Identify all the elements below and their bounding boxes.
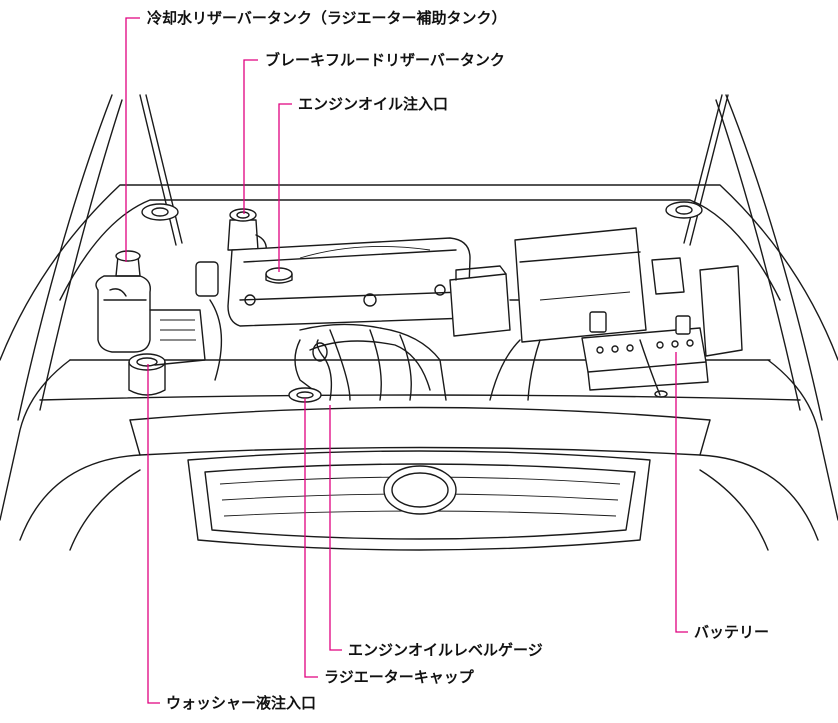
coolant-reservoir — [95, 250, 151, 353]
washer-tank — [128, 353, 166, 396]
leader-dipstick — [329, 405, 342, 651]
label-coolant-reservoir: 冷却水リザーバータンク（ラジエーター補助タンク） — [147, 9, 507, 27]
fuse-box — [449, 265, 521, 337]
label-battery: バッテリー — [694, 623, 770, 641]
brake-fluid-reservoir — [227, 208, 267, 253]
front-bumper — [19, 406, 819, 551]
left-components — [149, 261, 223, 381]
strut-mounts — [141, 201, 703, 221]
label-engine-oil-filler: エンジンオイル注入口 — [298, 95, 449, 113]
leader-coolant-reservoir — [125, 17, 140, 262]
leader-radiator-cap — [304, 398, 318, 678]
leader-washer — [147, 364, 160, 704]
leader-brake-fluid — [243, 59, 258, 214]
dipstick-part — [312, 339, 333, 401]
label-washer-fluid-filler: ウォッシャー液注入口 — [166, 694, 317, 712]
label-engine-oil-dipstick: エンジンオイルレベルゲージ — [348, 641, 543, 659]
air-filter-box — [489, 227, 647, 401]
grille — [187, 450, 651, 551]
leader-oil-filler — [278, 103, 292, 272]
label-brake-fluid-reservoir: ブレーキフルードリザーバータンク — [265, 51, 505, 69]
intake-manifold — [294, 323, 447, 401]
right-relay-box — [651, 257, 743, 357]
hood-outline — [17, 94, 823, 421]
label-radiator-cap: ラジエーターキャップ — [324, 668, 474, 686]
engine-cover — [227, 237, 471, 327]
battery-part — [581, 311, 709, 398]
leader-battery — [675, 352, 688, 633]
leader-lines — [125, 17, 688, 704]
